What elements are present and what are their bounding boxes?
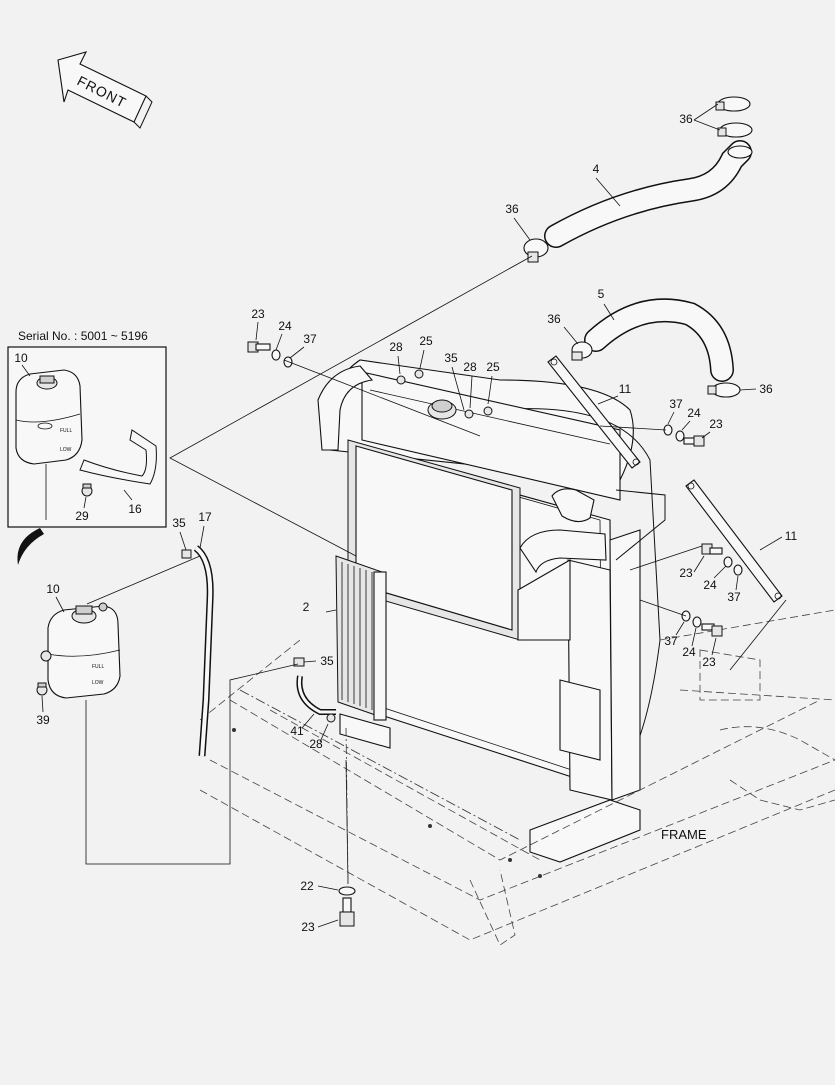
callout-22: 22 [300, 879, 314, 893]
bolt-39 [36, 682, 48, 696]
callout-35: 35 [320, 654, 334, 668]
svg-text:LOW: LOW [92, 680, 104, 686]
oil-cooler [335, 555, 387, 721]
callout-36: 36 [679, 112, 693, 126]
callout-24: 24 [703, 578, 717, 592]
front-arrow-icon: FRONT [57, 51, 153, 129]
callout-2: 2 [303, 600, 310, 614]
callout-labels: 36 4 36 5 36 36 23 24 37 28 25 35 28 25 … [36, 103, 798, 934]
callout-36: 36 [505, 202, 519, 216]
callout-36: 36 [547, 312, 561, 326]
callout-35: 35 [444, 351, 458, 365]
inset-reservoir-tank: FULL LOW [15, 369, 83, 465]
callout-23: 23 [679, 566, 693, 580]
inset-bolt-29 [81, 483, 93, 497]
svg-text:FULL: FULL [60, 428, 72, 434]
reservoir-tank: FULL LOW [40, 602, 121, 699]
hose-clamp [523, 96, 753, 263]
callout-16-inset: 16 [128, 502, 142, 516]
callout-36: 36 [759, 382, 773, 396]
callout-37: 37 [664, 634, 678, 648]
bolt-set [247, 341, 743, 927]
callout-23: 23 [709, 417, 723, 431]
callout-25: 25 [486, 360, 500, 374]
callout-41: 41 [290, 724, 304, 738]
serial-inset: Serial No. : 5001 ~ 5196 FULL LOW 10 29 … [7, 329, 167, 528]
callout-5: 5 [598, 287, 605, 301]
callout-24: 24 [687, 406, 701, 420]
inset-bracket [79, 429, 157, 485]
callout-28: 28 [463, 360, 477, 374]
leader-lines [85, 255, 787, 885]
lower-hose [571, 298, 741, 398]
callout-37: 37 [669, 397, 683, 411]
callout-24: 24 [278, 319, 292, 333]
serial-number-label: Serial No. : 5001 ~ 5196 [18, 329, 148, 343]
callout-10-inset: 10 [14, 351, 28, 365]
callout-37: 37 [303, 332, 317, 346]
callout-35: 35 [172, 516, 186, 530]
clip-35 [181, 549, 192, 559]
svg-text:LOW: LOW [60, 447, 72, 453]
frame-label: FRAME [661, 827, 707, 842]
stay-bar [547, 355, 783, 603]
callout-28: 28 [309, 737, 323, 751]
callout-37: 37 [727, 590, 741, 604]
callout-25: 25 [419, 334, 433, 348]
chassis-frame [199, 609, 835, 946]
callout-24: 24 [682, 645, 696, 659]
svg-text:FULL: FULL [92, 664, 104, 670]
callout-39: 39 [36, 713, 50, 727]
callout-28: 28 [389, 340, 403, 354]
callout-10: 10 [46, 582, 60, 596]
callout-23: 23 [251, 307, 265, 321]
upper-hose [544, 140, 753, 248]
callout-4: 4 [593, 162, 600, 176]
callout-17: 17 [198, 510, 212, 524]
callout-23: 23 [702, 655, 716, 669]
callout-29-inset: 29 [75, 509, 89, 523]
radiator-assembly [317, 359, 666, 863]
inset-pointer-arrow-icon [17, 528, 44, 565]
callout-11: 11 [619, 382, 632, 396]
callout-11: 11 [785, 529, 798, 543]
callout-23: 23 [301, 920, 315, 934]
